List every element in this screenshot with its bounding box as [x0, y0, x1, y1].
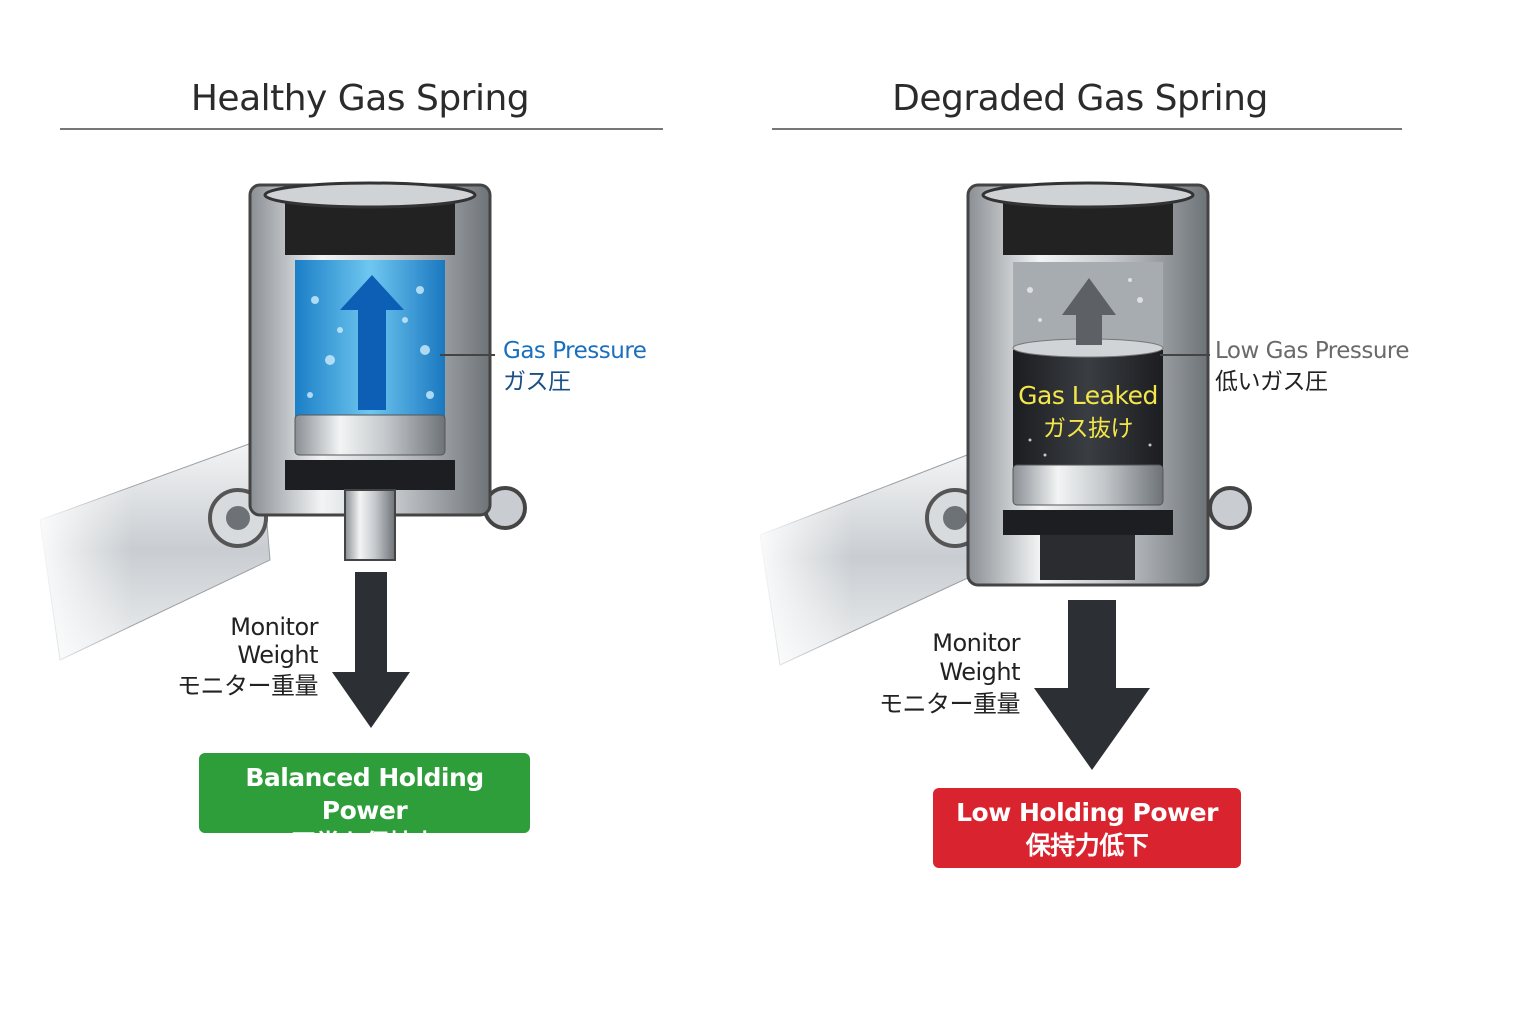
badge-text-jp: 保持力低下: [1025, 831, 1149, 860]
degraded-title-divider: [772, 128, 1402, 130]
healthy-weight-label-2: Weight: [237, 641, 318, 669]
healthy-weight-label-jp: モニター重量: [177, 672, 319, 700]
degraded-weight-label-2: Weight: [939, 658, 1020, 686]
weak-pressure-arrow-icon: [1062, 278, 1116, 345]
degraded-gas-spring: [966, 181, 1210, 587]
degraded-weight-label-1: Monitor: [932, 629, 1020, 657]
gas-leaked-label-jp: ガス抜け: [1043, 416, 1134, 442]
degraded-weight-label-jp: モニター重量: [879, 690, 1021, 718]
gas-pressure-label: Gas Pressure: [503, 338, 647, 364]
degraded-weight-arrow-icon: [1034, 600, 1150, 770]
healthy-weight-label-1: Monitor: [230, 613, 318, 641]
healthy-gas-spring: [248, 181, 495, 561]
low-gas-pressure-label-jp: 低いガス圧: [1215, 369, 1328, 395]
healthy-weight-arrow-icon: [332, 572, 410, 728]
badge-text-en: Low Holding Power: [956, 798, 1218, 827]
gas-pressure-label-jp: ガス圧: [503, 369, 571, 395]
healthy-title-divider: [60, 128, 663, 130]
badge-text-en: Balanced Holding Power: [245, 763, 484, 825]
healthy-title: Healthy Gas Spring: [190, 78, 530, 119]
low-holding-power-badge: Low Holding Power 保持力低下: [933, 788, 1241, 868]
gas-leaked-label: Gas Leaked: [1018, 381, 1158, 410]
balanced-holding-power-badge: Balanced Holding Power 正常な保持力: [199, 753, 530, 858]
healthy-monitor-arm: [30, 420, 527, 680]
degraded-title: Degraded Gas Spring: [892, 78, 1268, 119]
badge-text-jp: 正常な保持力: [290, 829, 439, 858]
degraded-monitor-arm: [750, 430, 1252, 690]
low-gas-pressure-label: Low Gas Pressure: [1215, 338, 1410, 364]
pressure-up-arrow-icon: [340, 275, 404, 410]
